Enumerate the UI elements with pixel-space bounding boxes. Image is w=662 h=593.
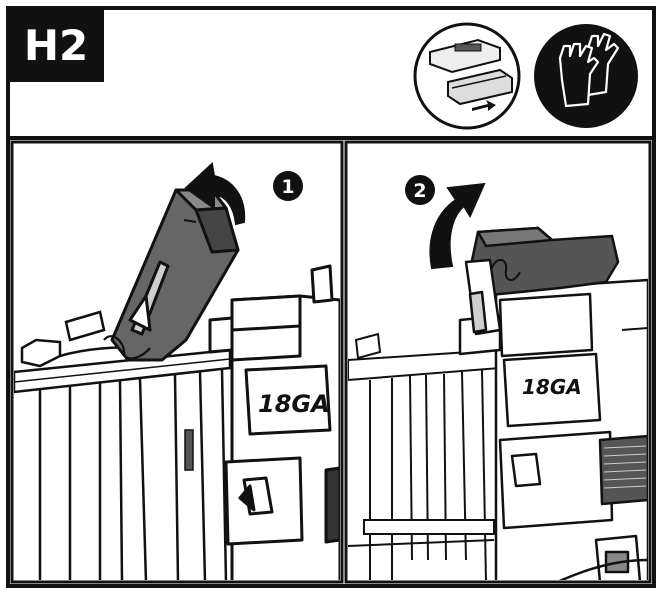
magazine-body [38, 369, 228, 580]
rotate-arrow-1 [184, 162, 246, 226]
step-number-1: 1 [281, 176, 294, 198]
nailer-body-2 [458, 278, 648, 580]
nailer-body [208, 264, 340, 580]
magazine-slide-icon [413, 22, 521, 130]
section-badge: H2 [8, 8, 104, 82]
gloves-icon [534, 24, 638, 128]
magazine-body-2 [348, 369, 495, 580]
panel-step-2: 18GA 2 [344, 140, 652, 584]
step-number-2: 2 [413, 180, 426, 202]
step-badge-1: 1 [273, 171, 303, 201]
step-badge-2: 2 [405, 175, 435, 205]
gauge-label-1: 18GA [258, 390, 330, 418]
gauge-label-2: 18GA [522, 375, 582, 399]
vent-grille [603, 445, 647, 489]
section-code: H2 [24, 21, 88, 70]
panel-step-1: 18GA 1 [10, 140, 344, 584]
rotate-arrow-2 [429, 182, 486, 270]
